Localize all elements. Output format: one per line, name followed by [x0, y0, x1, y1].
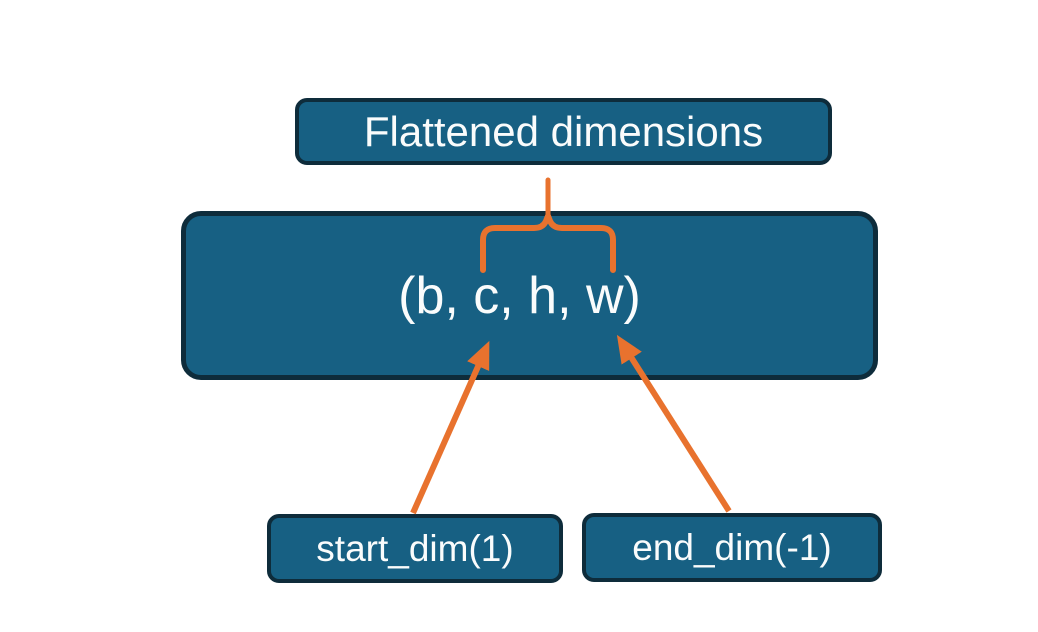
flattened-dimensions-label: Flattened dimensions — [363, 107, 764, 155]
node-start-dim: start_dim(1) — [267, 514, 563, 583]
node-flattened-dimensions: Flattened dimensions — [295, 98, 832, 165]
end-dim-label: end_dim(-1) — [632, 526, 832, 568]
node-tensor-shape: (b, c, h, w) — [181, 211, 878, 380]
start-dim-label: start_dim(1) — [316, 527, 514, 569]
node-end-dim: end_dim(-1) — [582, 513, 882, 582]
tensor-shape-label: (b, c, h, w) — [398, 266, 641, 325]
